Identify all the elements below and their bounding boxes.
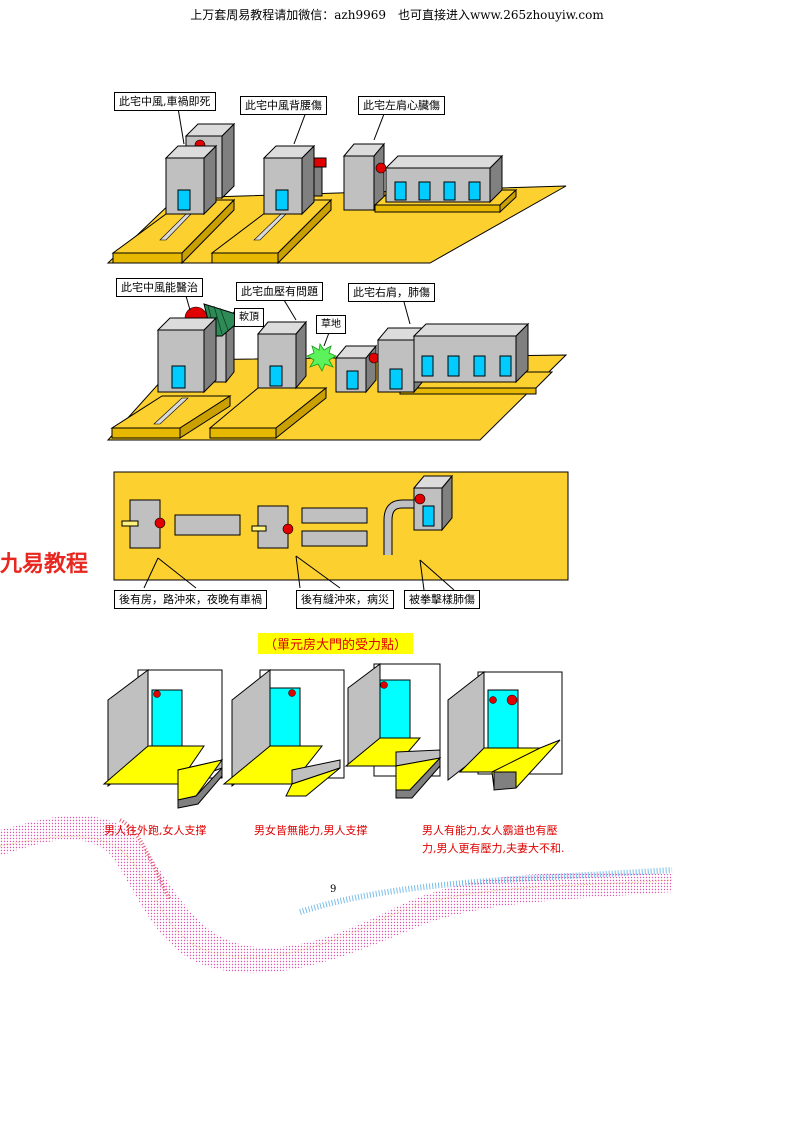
door-diagram-2 — [222, 668, 345, 797]
watermark-logo: 九易教程 — [0, 552, 89, 577]
door-caption-3b: 力,男人更有壓力,夫妻大不和. — [422, 842, 565, 855]
row3-label-1: 後有房，路沖來，夜晚有車禍 — [114, 590, 267, 609]
decorative-wave — [0, 815, 673, 974]
row3-plan — [113, 471, 569, 591]
section-title: （單元房大門的受力點） — [258, 633, 414, 654]
grass-label: 草地 — [316, 315, 346, 334]
door-diagram-3 — [344, 663, 442, 799]
row3-label-2: 後有縫沖來，病災 — [296, 590, 394, 609]
door-diagram-4 — [447, 670, 563, 791]
row2-scene — [106, 295, 568, 441]
door-caption-1: 男人往外跑,女人支撑 — [104, 824, 207, 837]
soft-roof-label: 軟頂 — [234, 308, 264, 327]
row1-label-2: 此宅中風背腰傷 — [240, 96, 327, 115]
row1-dot-3 — [375, 162, 387, 174]
row1-scene — [106, 107, 567, 265]
row2-label-2: 此宅血壓有問題 — [236, 282, 323, 301]
row3-label-3: 被拳擊樣肺傷 — [404, 590, 480, 609]
grass-patch — [306, 342, 337, 372]
row2-label-3: 此宅右肩，肺傷 — [348, 283, 435, 302]
door-caption-3a: 男人有能力,女人霸道也有壓 — [422, 824, 558, 837]
page-number: 9 — [330, 884, 337, 895]
row1-label-1: 此宅中風,車禍即死 — [114, 92, 216, 111]
row2-label-1: 此宅中風能醫治 — [116, 278, 203, 297]
header-text[interactable]: 上万套周易教程请加微信：azh9969 也可直接进入www.265zhouyiw… — [190, 8, 604, 22]
row1-label-3: 此宅左肩心臟傷 — [358, 96, 445, 115]
door-diagram-1 — [102, 669, 224, 809]
door-caption-2: 男女皆無能力,男人支撑 — [254, 824, 368, 837]
